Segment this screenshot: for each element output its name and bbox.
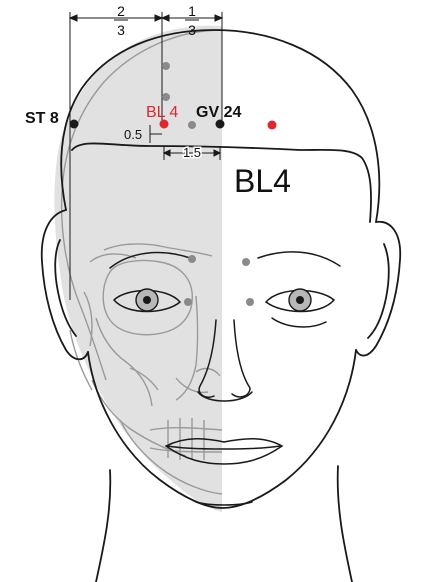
ref-point (246, 298, 254, 306)
dimension-lines (68, 12, 224, 300)
ref-point (242, 258, 250, 266)
facial-features (109, 251, 341, 506)
face-outline (40, 29, 402, 582)
skull-outline (60, 29, 223, 495)
skull-shade (54, 25, 222, 513)
gv24-point (215, 119, 225, 129)
st8-label: ST 8 (25, 110, 59, 127)
right-eye (264, 289, 336, 313)
frac-right-den: 3 (188, 22, 196, 38)
bl4-mirror-point (267, 120, 277, 130)
ref-point (162, 93, 170, 101)
ref-point (162, 62, 170, 70)
left-eye (112, 289, 182, 313)
frac-left-den: 3 (117, 22, 125, 38)
frac-right-num: 1 (188, 3, 196, 19)
ref-point (188, 121, 196, 129)
diagram-title: BL4 (234, 163, 291, 199)
st8-point (69, 119, 79, 129)
ref-point (184, 298, 192, 306)
offset-large-label: 1.5 (183, 145, 201, 160)
gv24-label: GV 24 (196, 104, 241, 121)
ref-point (188, 255, 196, 263)
reference-points (162, 62, 254, 306)
eye-pupils (135, 288, 312, 312)
bl4-point (159, 119, 169, 129)
frac-left-num: 2 (117, 3, 125, 19)
bl4-label: BL 4 (146, 104, 178, 121)
offset-small-label: 0.5 (124, 127, 142, 142)
